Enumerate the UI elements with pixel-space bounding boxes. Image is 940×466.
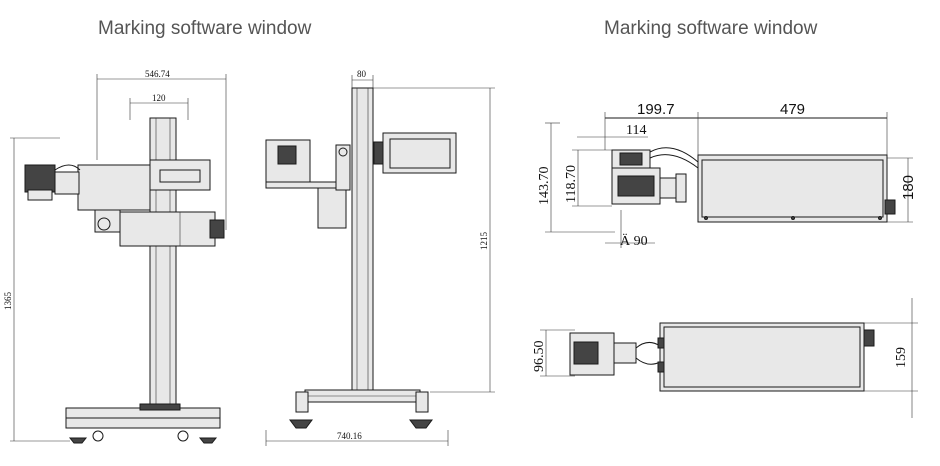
dim-head-body: 479 [780, 101, 805, 118]
front-view: 546.74 120 1365 [3, 69, 227, 444]
dim-front-inner: 120 [152, 93, 166, 103]
dim-head-dia: Ä 90 [620, 232, 648, 249]
title-left: Marking software window [98, 18, 312, 39]
head-side-view: 199.7 479 114 143.70 118.70 Ä 90 180 [537, 101, 917, 249]
dim-head-h2: 118.70 [564, 165, 579, 203]
dim-top-left: 96.50 [532, 341, 547, 373]
dim-head-total: 199.7 [637, 101, 675, 118]
dim-head-h1: 143.70 [537, 167, 552, 206]
dim-top-right: 159 [894, 347, 909, 368]
side-view: 80 1215 740.16 [265, 69, 495, 446]
dim-side-top: 80 [357, 69, 367, 79]
dim-head-right: 180 [900, 175, 917, 200]
dim-front-height: 1365 [3, 292, 13, 311]
dim-front-width: 546.74 [145, 69, 170, 79]
head-top-view: 96.50 159 [532, 298, 918, 418]
dim-head-lens: 114 [626, 123, 646, 138]
dim-side-base: 740.16 [337, 431, 362, 441]
dim-side-height: 1215 [479, 232, 489, 251]
title-right: Marking software window [604, 18, 818, 39]
